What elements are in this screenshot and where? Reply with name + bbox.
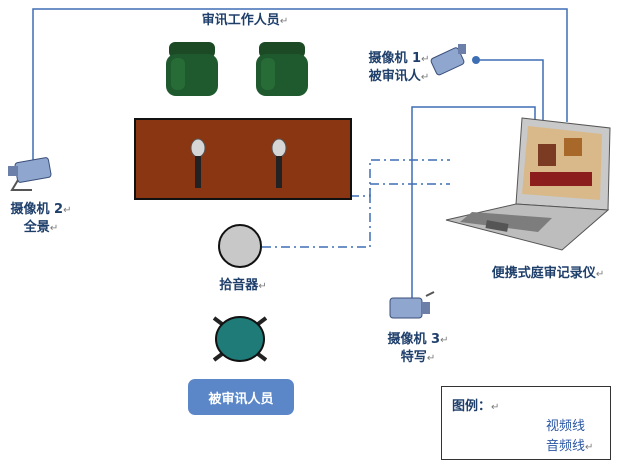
camera-1-icon <box>430 44 480 76</box>
camera-3-label: 摄像机 3↵ 特写↵ <box>387 332 449 365</box>
camera-2-label: 摄像机 2↵ 全景↵ <box>10 202 72 235</box>
camera-3-icon <box>389 291 435 319</box>
recorder-label: 便携式庭审记录仪↵ <box>491 266 605 281</box>
video-line-cam2 <box>32 8 568 160</box>
legend: 图例：↵ 视频线 音频线↵ <box>441 386 611 460</box>
audio-line-mic <box>198 159 450 197</box>
microphone-icon <box>271 138 287 188</box>
video-line-cam1 <box>478 59 544 122</box>
pickup-device-icon <box>218 224 262 268</box>
camera-1-label: 摄像机 1↵ 被审讯人↵ <box>368 51 430 84</box>
subject-button[interactable]: 被审讯人员 <box>188 379 294 415</box>
staff-label: 审讯工作人员↵ <box>201 13 289 28</box>
legend-video-label: 视频线 <box>546 419 586 434</box>
audio-line-pickup <box>262 183 450 248</box>
microphone-icon <box>190 138 206 188</box>
subject-chair <box>212 316 268 362</box>
staff-chair-right <box>256 42 308 96</box>
video-line-cam3 <box>411 106 536 300</box>
staff-chair-left <box>166 42 218 96</box>
laptop-recorder-icon <box>445 117 611 251</box>
camera-2-icon <box>8 157 52 191</box>
legend-title: 图例：↵ <box>452 399 500 414</box>
legend-audio-label: 音频线↵ <box>546 439 594 454</box>
interrogation-table <box>134 118 352 200</box>
pickup-label: 拾音器↵ <box>219 278 267 293</box>
